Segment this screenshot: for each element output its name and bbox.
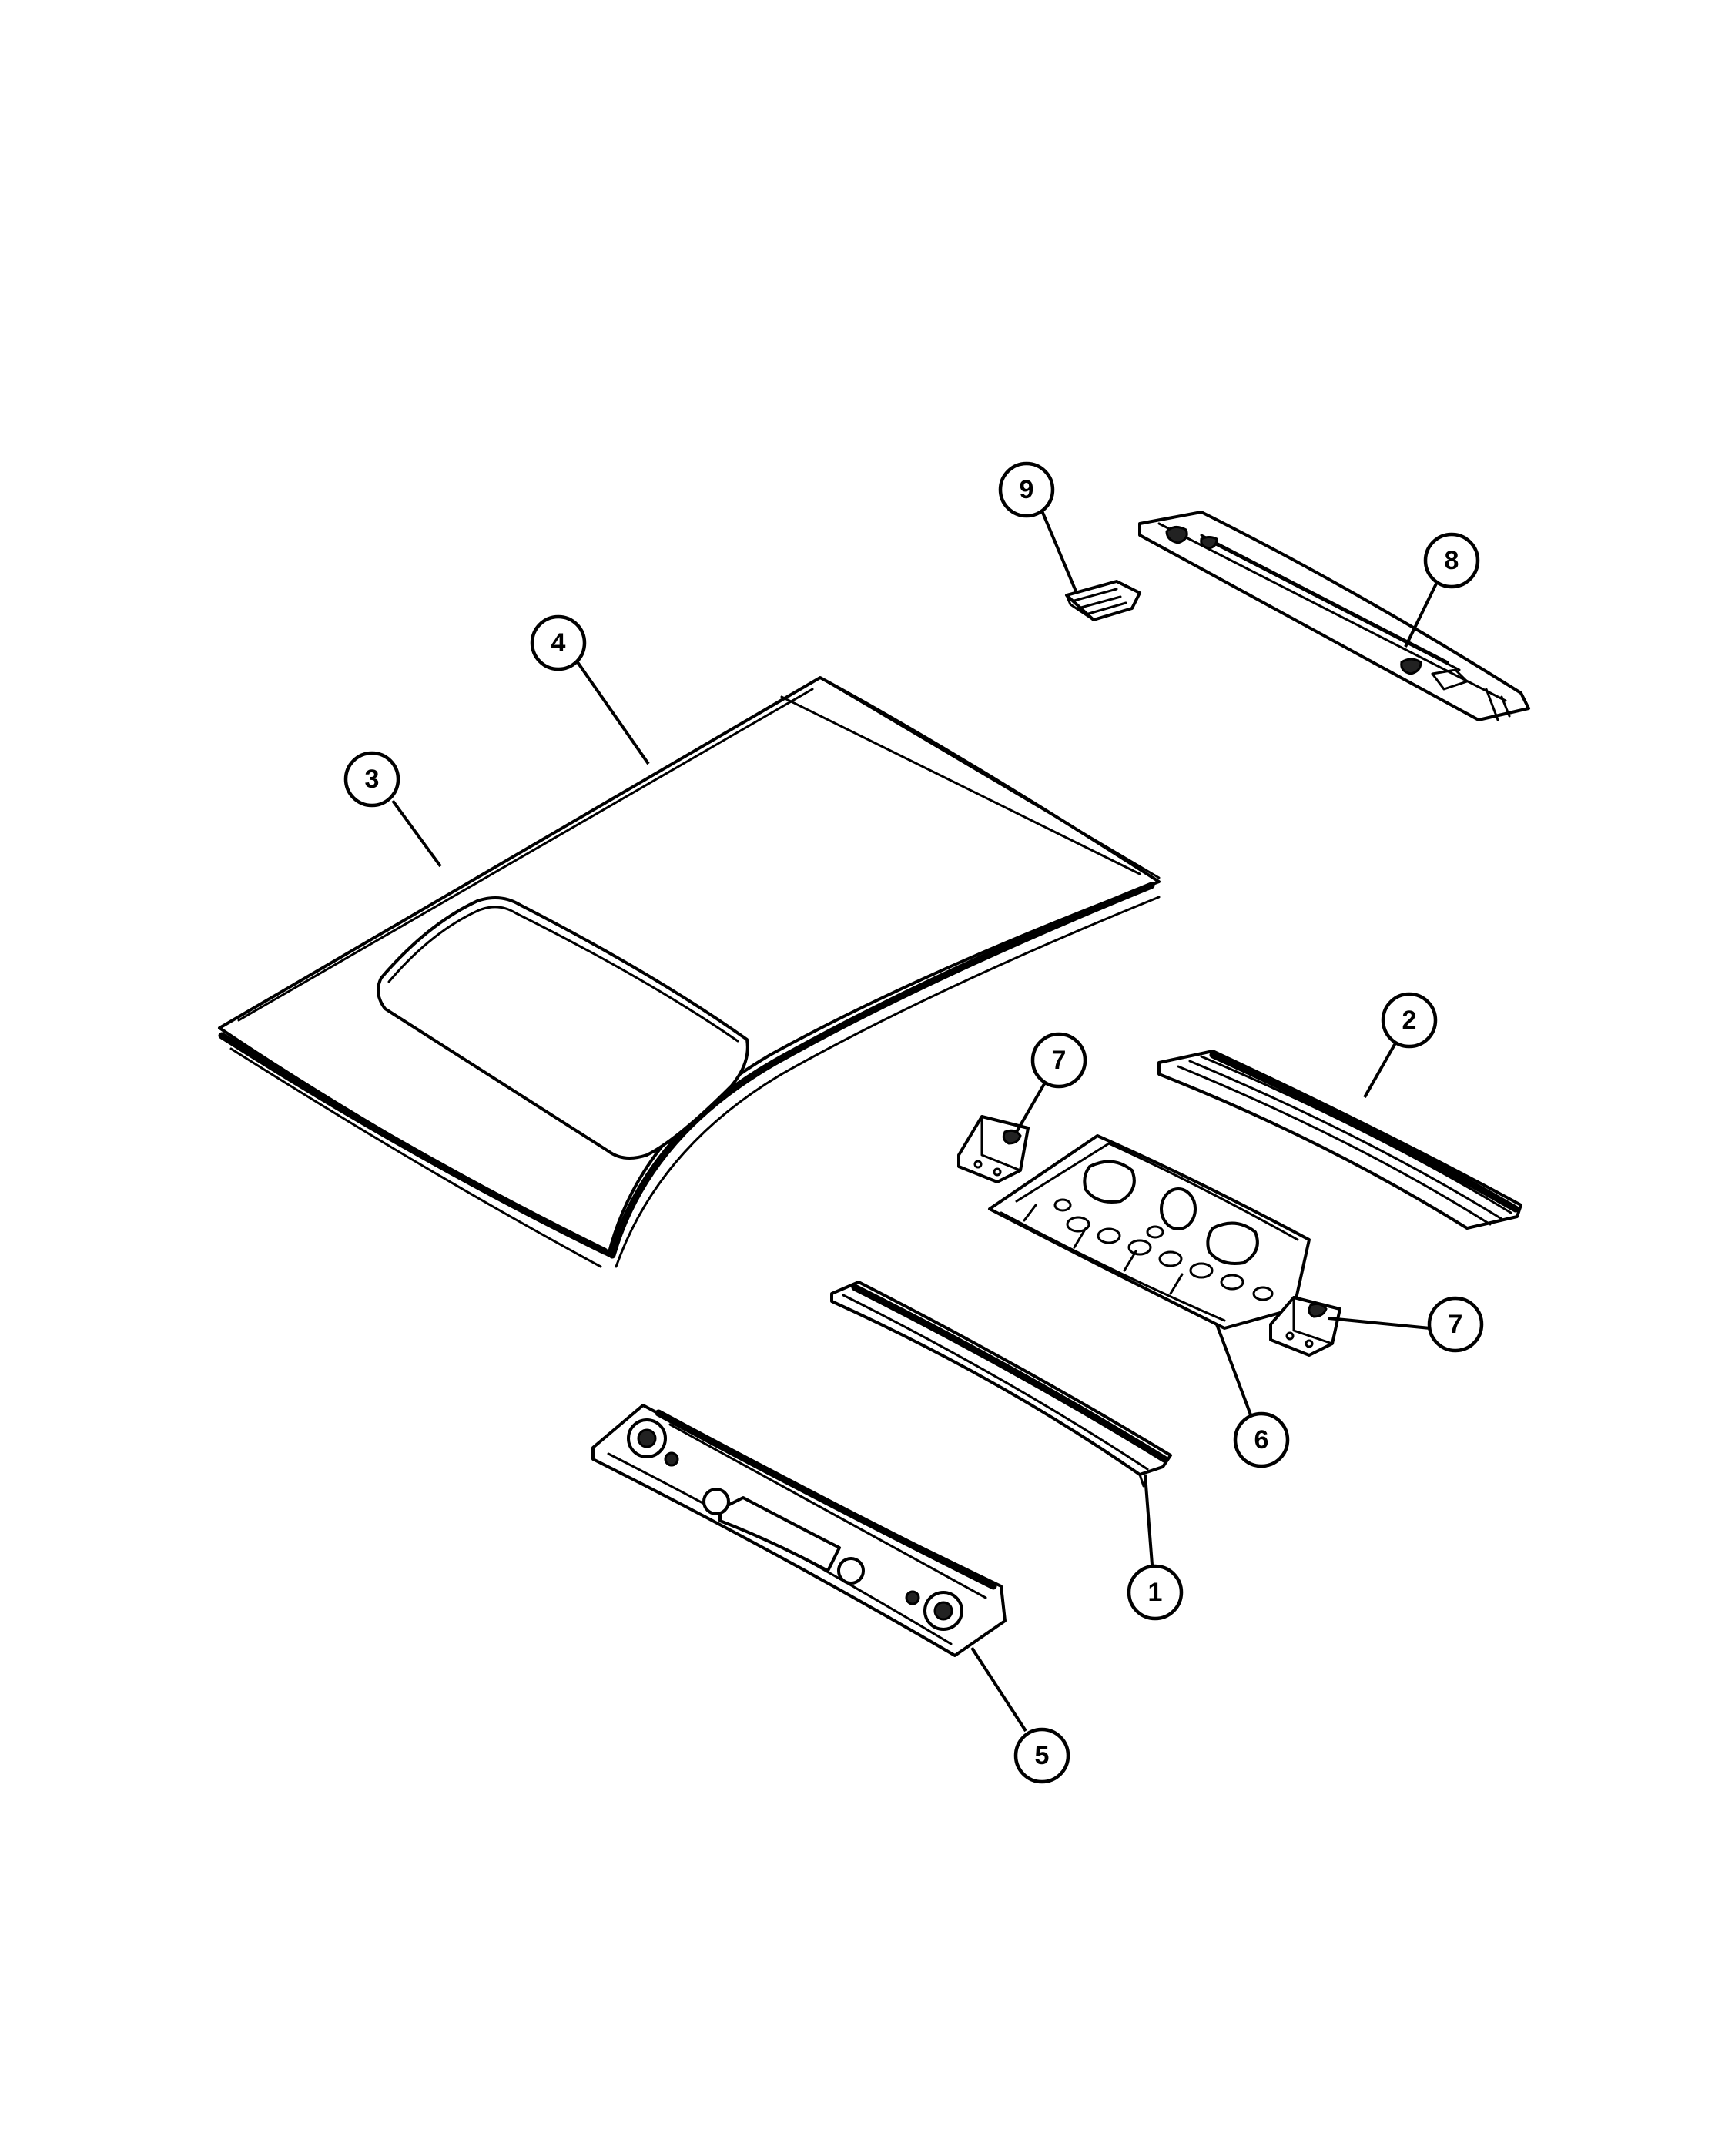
callout-4: 4: [530, 614, 587, 671]
callout-7-upper-label: 7: [1052, 1046, 1067, 1075]
callout-8-label: 8: [1445, 546, 1459, 575]
callout-7-lower: 7: [1427, 1296, 1484, 1353]
callout-6-label: 6: [1254, 1425, 1269, 1455]
callout-2: 2: [1381, 992, 1438, 1049]
callout-6: 6: [1233, 1411, 1290, 1468]
clip-part-9: [1065, 580, 1141, 621]
callout-4-label: 4: [551, 628, 566, 658]
callout-1: 1: [1127, 1564, 1184, 1621]
rear-header-part-8: [1138, 511, 1530, 721]
callout-7-lower-label: 7: [1449, 1310, 1463, 1339]
bracket-part-7-upper: [957, 1115, 1030, 1183]
callout-5: 5: [1013, 1727, 1070, 1784]
front-bow-part-1: [830, 1281, 1172, 1488]
roof-bow-part-2: [1157, 1050, 1522, 1230]
callout-3-label: 3: [365, 765, 380, 794]
callout-9: 9: [998, 461, 1055, 518]
rear-panel-part-6: [988, 1134, 1311, 1330]
callout-2-label: 2: [1402, 1006, 1417, 1035]
roof-panel: [218, 676, 1161, 1268]
callout-8: 8: [1423, 532, 1480, 589]
callout-5-label: 5: [1035, 1741, 1050, 1770]
callout-7-upper: 7: [1030, 1032, 1087, 1089]
callout-3: 3: [343, 751, 400, 808]
windshield-header-part-5: [591, 1404, 1007, 1657]
bracket-part-7-lower: [1269, 1296, 1341, 1357]
callout-1-label: 1: [1148, 1578, 1163, 1607]
leader-lines: [391, 508, 1438, 1732]
callout-9-label: 9: [1020, 475, 1034, 504]
